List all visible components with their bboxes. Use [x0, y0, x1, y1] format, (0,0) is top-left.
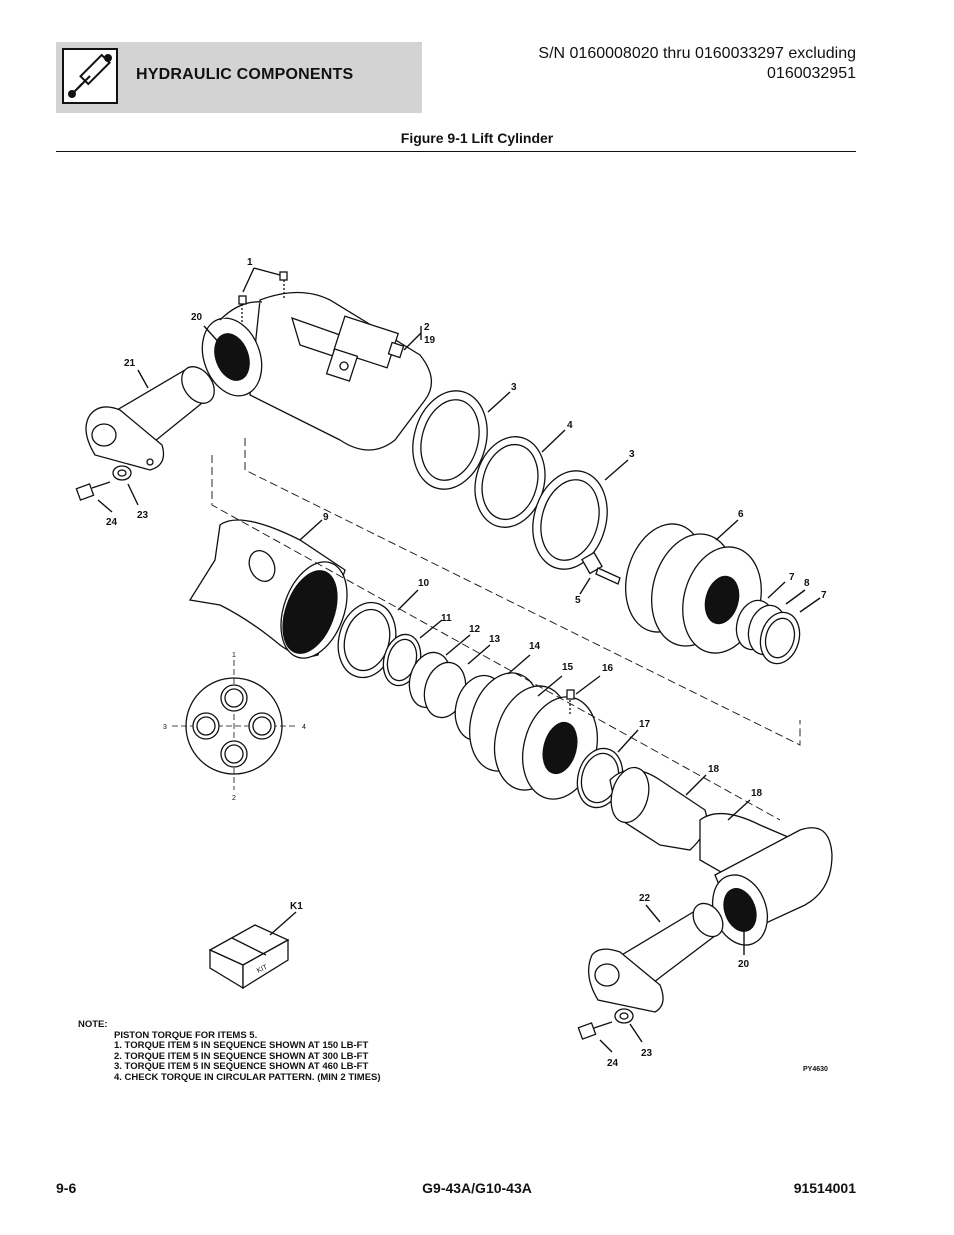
- washer-lower: [614, 1008, 634, 1024]
- callout-10: 10: [418, 578, 430, 589]
- callout-15: 15: [562, 662, 574, 673]
- header-divider: [56, 151, 856, 152]
- pin-upper: [85, 366, 215, 471]
- callout-2: 2: [424, 322, 430, 333]
- callout-24-upper: 24: [106, 517, 118, 528]
- callout-19: 19: [424, 335, 436, 346]
- callout-5: 5: [575, 595, 581, 606]
- figure-ref-code: PY4630: [803, 1066, 828, 1073]
- footer-page-number: 9-6: [56, 1180, 77, 1196]
- cylinder-rod-tube: [188, 519, 348, 659]
- torque-note: NOTE: PISTON TORQUE FOR ITEMS 5. 1. TORQ…: [78, 1019, 381, 1083]
- callout-labels: 1 20 2 19 21 3 4 3 24 23 9 6 7 8 7 5 10 …: [106, 257, 828, 1073]
- callout-16: 16: [602, 663, 614, 674]
- pin-lower: [587, 902, 724, 1013]
- callout-20-upper: 20: [191, 312, 203, 323]
- note-line-2: 2. TORQUE ITEM 5 IN SEQUENCE SHOWN AT 30…: [114, 1050, 369, 1062]
- bolt-pattern-label-3: 3: [163, 724, 167, 731]
- rod-end: [609, 766, 833, 946]
- note-heading: NOTE:: [78, 1019, 108, 1030]
- callout-18-first: 18: [708, 764, 720, 775]
- hydraulic-cylinder-icon: [62, 48, 118, 104]
- callout-6: 6: [738, 509, 744, 520]
- piston-set-screw: [566, 689, 575, 715]
- callout-3-second: 3: [629, 449, 635, 460]
- callout-14: 14: [529, 641, 541, 652]
- callout-17: 17: [639, 719, 651, 730]
- callout-7-second: 7: [821, 590, 827, 601]
- callout-13: 13: [489, 634, 501, 645]
- callout-1: 1: [247, 257, 253, 268]
- note-line-1: 1. TORQUE ITEM 5 IN SEQUENCE SHOWN AT 15…: [114, 1040, 369, 1051]
- callout-22: 22: [639, 893, 651, 904]
- callout-7-first: 7: [789, 572, 795, 583]
- callout-4: 4: [567, 420, 573, 431]
- callout-K1: K1: [290, 901, 303, 912]
- bolt-pattern-diagram: [172, 660, 298, 790]
- section-header: HYDRAULIC COMPONENTS: [56, 42, 422, 113]
- piston-bolt: [581, 551, 621, 585]
- cylinder-barrel: [201, 291, 432, 451]
- figure-title: Figure 9-1 Lift Cylinder: [400, 130, 554, 146]
- washer-upper: [112, 465, 132, 481]
- piston: [469, 672, 598, 800]
- bolt-pattern-label-2: 2: [232, 795, 236, 802]
- callout-23-upper: 23: [137, 510, 149, 521]
- callout-18-second: 18: [751, 788, 763, 799]
- serial-line-1: S/N 0160008020 thru 0160033297 excluding: [538, 45, 856, 62]
- footer-model: G9-43A/G10-43A: [422, 1180, 532, 1196]
- kit-label: KIT: [256, 964, 269, 975]
- seal-rings-head: [735, 599, 801, 665]
- bolt-pattern-label-4: 4: [302, 724, 306, 731]
- note-line-0: PISTON TORQUE FOR ITEMS 5.: [114, 1029, 258, 1041]
- callout-9: 9: [323, 512, 329, 523]
- callout-12: 12: [469, 624, 481, 635]
- callout-23-lower: 23: [641, 1048, 653, 1059]
- set-screws: [238, 271, 288, 325]
- bolt-pattern-label-1: 1: [232, 652, 236, 659]
- wear-ring: [576, 747, 624, 809]
- callout-8: 8: [804, 578, 810, 589]
- seal-rings-upper: [412, 390, 608, 570]
- footer-doc-number: 91514001: [793, 1180, 856, 1196]
- callout-21: 21: [124, 358, 136, 369]
- note-line-4: 4. CHECK TORQUE IN CIRCULAR PATTERN. (MI…: [114, 1071, 381, 1083]
- serial-range: S/N 0160008020 thru 0160033297 excluding…: [538, 44, 856, 84]
- note-line-3: 3. TORQUE ITEM 5 IN SEQUENCE SHOWN AT 46…: [114, 1061, 369, 1072]
- seal-kit-box: [208, 924, 290, 990]
- bolt-upper: [75, 481, 111, 501]
- callout-3-first: 3: [511, 382, 517, 393]
- callout-24-lower: 24: [607, 1058, 619, 1069]
- serial-line-2: 0160032951: [767, 65, 856, 82]
- section-title: HYDRAULIC COMPONENTS: [136, 66, 354, 83]
- bolt-lower: [577, 1021, 613, 1040]
- callout-20-lower: 20: [738, 959, 750, 970]
- callout-11: 11: [441, 613, 452, 624]
